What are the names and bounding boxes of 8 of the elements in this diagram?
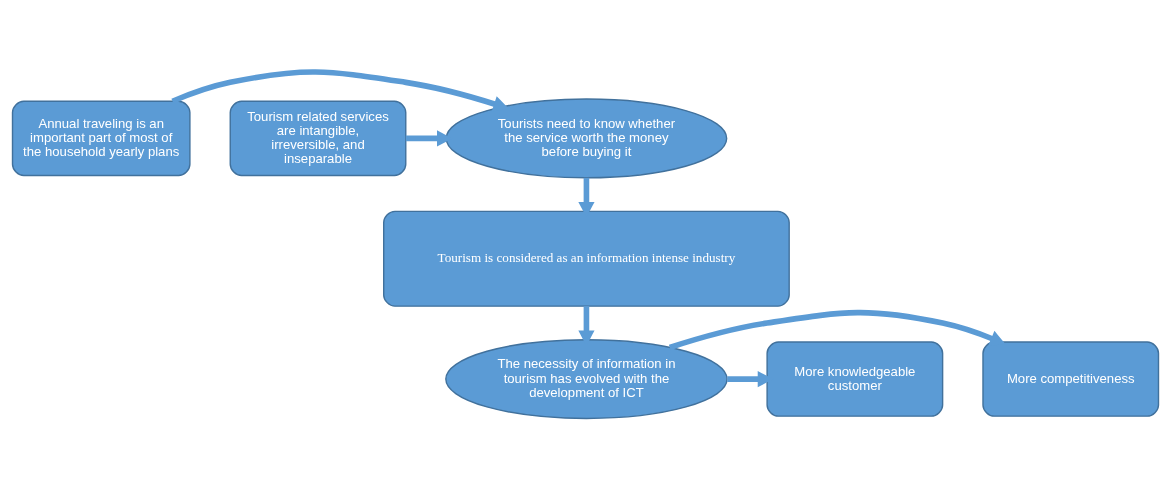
- node-box: Tourism related services are intangible, irreversible, and inseparable: [229, 100, 407, 176]
- node-box: Annual traveling is an important part of most of the household yearly plans: [11, 100, 191, 176]
- node-box: More competitiveness: [982, 340, 1160, 417]
- arrow: [668, 309, 1006, 350]
- arrow: [171, 68, 509, 112]
- node-box: Tourism is considered as an information intense industry: [383, 210, 790, 307]
- node-box: More knowledgeable customer: [766, 340, 944, 417]
- node-ellipse: The necessity of information in tourism has evolved with the development of ICT: [445, 338, 728, 419]
